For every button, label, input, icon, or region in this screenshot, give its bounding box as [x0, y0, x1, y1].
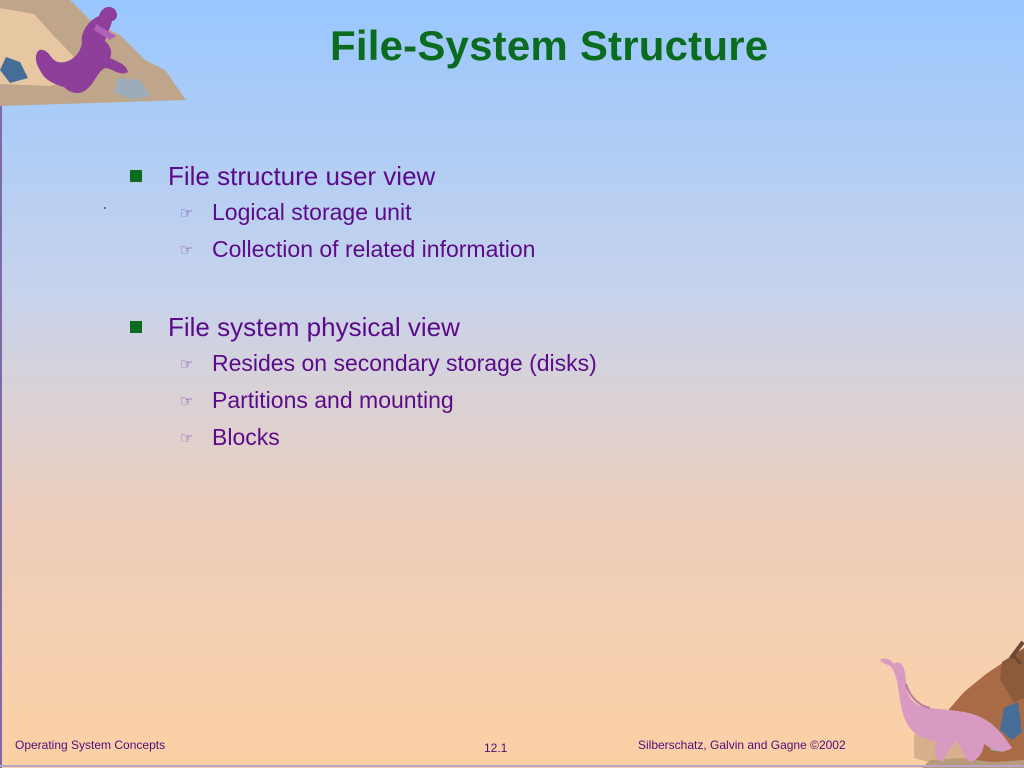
main-bullet: File structure user view [130, 158, 930, 194]
sub-bullet: ☞ Blocks [130, 419, 930, 456]
decorative-dot [104, 207, 106, 209]
pointing-hand-icon: ☞ [180, 391, 194, 410]
bullet-content: File structure user view ☞ Logical stora… [130, 158, 930, 456]
pointing-hand-icon: ☞ [180, 354, 194, 373]
main-bullet-text: File structure user view [168, 160, 436, 191]
pointing-hand-icon: ☞ [180, 203, 194, 222]
footer-divider [0, 765, 1024, 767]
sub-bullet-text: Logical storage unit [212, 199, 412, 225]
spacer [130, 268, 930, 309]
slide-title: File-System Structure [330, 22, 769, 69]
sub-bullet: ☞ Resides on secondary storage (disks) [130, 345, 930, 382]
sub-bullet: ☞ Collection of related information [130, 231, 930, 268]
sub-bullet-text: Resides on secondary storage (disks) [212, 350, 597, 376]
footer-course-title: Operating System Concepts [15, 738, 166, 752]
dinosaur-on-rock-icon [0, 0, 186, 106]
sub-bullet-text: Collection of related information [212, 236, 536, 262]
main-bullet-text: File system physical view [168, 311, 460, 342]
pointing-hand-icon: ☞ [180, 428, 194, 447]
square-bullet-icon [130, 170, 142, 182]
sub-bullet-text: Blocks [212, 424, 280, 450]
square-bullet-icon [130, 321, 142, 333]
main-bullet: File system physical view [130, 309, 930, 345]
sub-bullet: ☞ Partitions and mounting [130, 382, 930, 419]
sub-bullet: ☞ Logical storage unit [130, 194, 930, 231]
sub-bullet-text: Partitions and mounting [212, 387, 454, 413]
footer-copyright: Silberschatz, Galvin and Gagne ©2002 [638, 738, 846, 752]
footer-slide-number: 12.1 [484, 741, 508, 755]
slide-border [0, 0, 2, 768]
pointing-hand-icon: ☞ [180, 240, 194, 259]
brontosaurus-on-rock-icon [880, 640, 1024, 768]
